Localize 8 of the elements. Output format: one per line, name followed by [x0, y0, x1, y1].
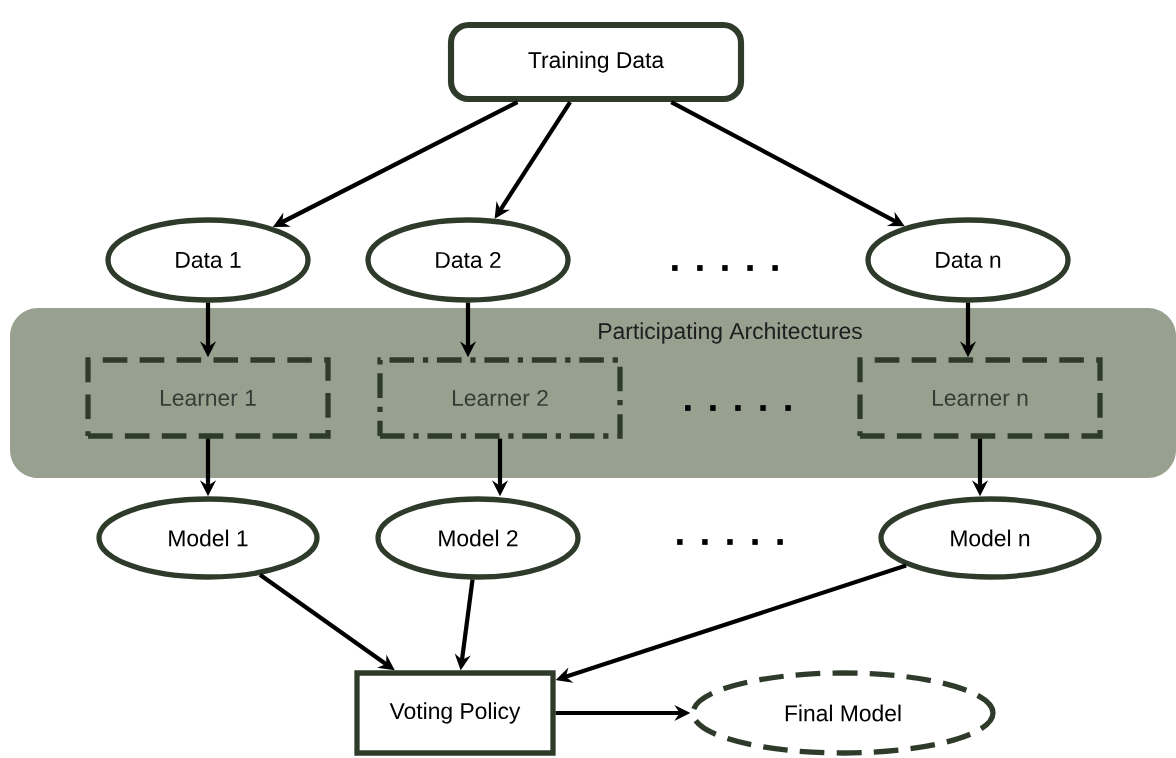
- data-box: Training Data: [447, 21, 745, 103]
- learner-box: Learner 2: [377, 357, 623, 439]
- ellipsis-dots: . . . . .: [672, 265, 778, 271]
- voting-box: Voting Policy: [354, 670, 556, 756]
- learner-box: Learner 1: [85, 357, 331, 439]
- ellipsis-dots: . . . . .: [685, 405, 791, 411]
- learner-box: Learner n: [857, 357, 1103, 439]
- ellipsis-dots: . . . . .: [677, 539, 783, 545]
